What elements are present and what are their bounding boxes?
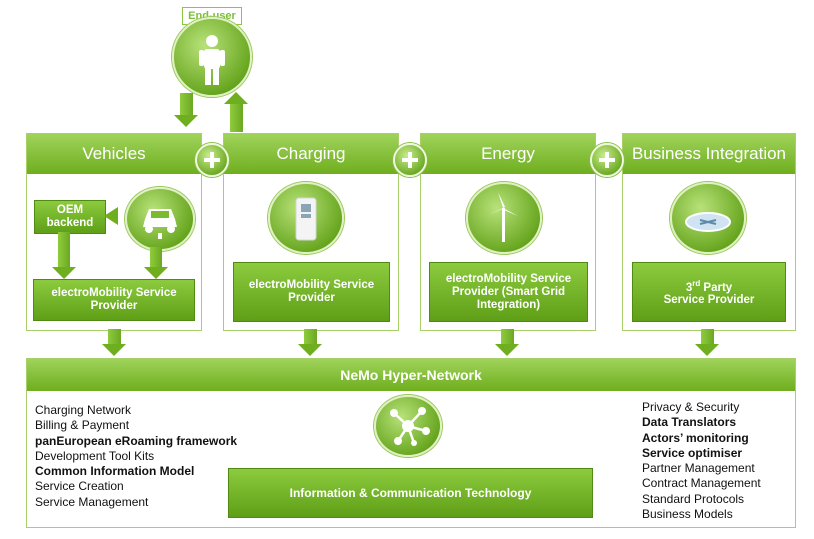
list-item: Service Creation (35, 479, 124, 494)
list-item: Data Translators (642, 415, 737, 430)
down-arrow-tip (174, 115, 198, 127)
charging-title: Charging (224, 134, 398, 174)
plus-icon (393, 143, 427, 177)
list-item: Development Tool Kits (35, 448, 155, 463)
vehicles-service-provider-box: electroMobility Service Provider (33, 279, 195, 321)
up-arrow-tip (224, 92, 248, 104)
up-arrow (230, 104, 243, 132)
down-arrow-tip (495, 344, 519, 356)
left-arrow (104, 207, 118, 225)
charging-service-provider-box: electroMobility Service Provider (233, 262, 390, 322)
down-arrow (701, 329, 714, 345)
down-arrow (108, 329, 121, 345)
down-arrow (58, 232, 70, 268)
service-provider-line: Service Provider (663, 294, 755, 307)
third-party-line: 3rd Party (685, 278, 733, 294)
down-arrow-tip (144, 267, 168, 279)
list-item: Business Models (642, 507, 733, 522)
router-icon (670, 182, 746, 254)
down-arrow-tip (298, 344, 322, 356)
list-item: Partner Management (642, 461, 755, 476)
list-item: Billing & Payment (35, 418, 130, 433)
down-arrow-tip (102, 344, 126, 356)
list-item: Common Information Model (35, 464, 195, 479)
down-arrow (501, 329, 514, 345)
oem-backend-box: OEM backend (34, 200, 106, 234)
network-hub-icon (374, 395, 442, 457)
down-arrow (304, 329, 317, 345)
charging-station-icon (268, 182, 344, 254)
list-item: Actors’ monitoring (642, 430, 749, 445)
end-user-icon (172, 17, 252, 97)
ict-box: Information & Communication Technology (228, 468, 593, 518)
down-arrow (180, 93, 193, 116)
energy-title: Energy (421, 134, 595, 174)
network-right-list: Privacy & Security Data Translators Acto… (642, 400, 761, 522)
down-arrow-tip (52, 267, 76, 279)
plus-icon (195, 143, 229, 177)
down-arrow (150, 247, 162, 268)
wind-turbine-icon (466, 182, 542, 254)
list-item: panEuropean eRoaming framework (35, 433, 238, 448)
energy-service-provider-box: electroMobility Service Provider (Smart … (429, 262, 588, 322)
list-item: Privacy & Security (642, 400, 740, 414)
vehicles-title: Vehicles (27, 134, 201, 174)
list-item: Standard Protocols (642, 491, 745, 506)
plus-icon (590, 143, 624, 177)
business-integration-title: Business Integration (623, 134, 795, 174)
list-item: Contract Management (642, 476, 761, 491)
car-icon (125, 187, 195, 251)
down-arrow-tip (695, 344, 719, 356)
list-item: Service optimiser (642, 445, 743, 460)
third-party-service-provider-box: 3rd Party Service Provider (632, 262, 786, 322)
list-item: Service Management (35, 494, 149, 509)
network-left-list: Charging Network Billing & Payment panEu… (35, 403, 237, 510)
list-item: Charging Network (35, 403, 132, 417)
network-title: NeMo Hyper-Network (27, 359, 795, 391)
